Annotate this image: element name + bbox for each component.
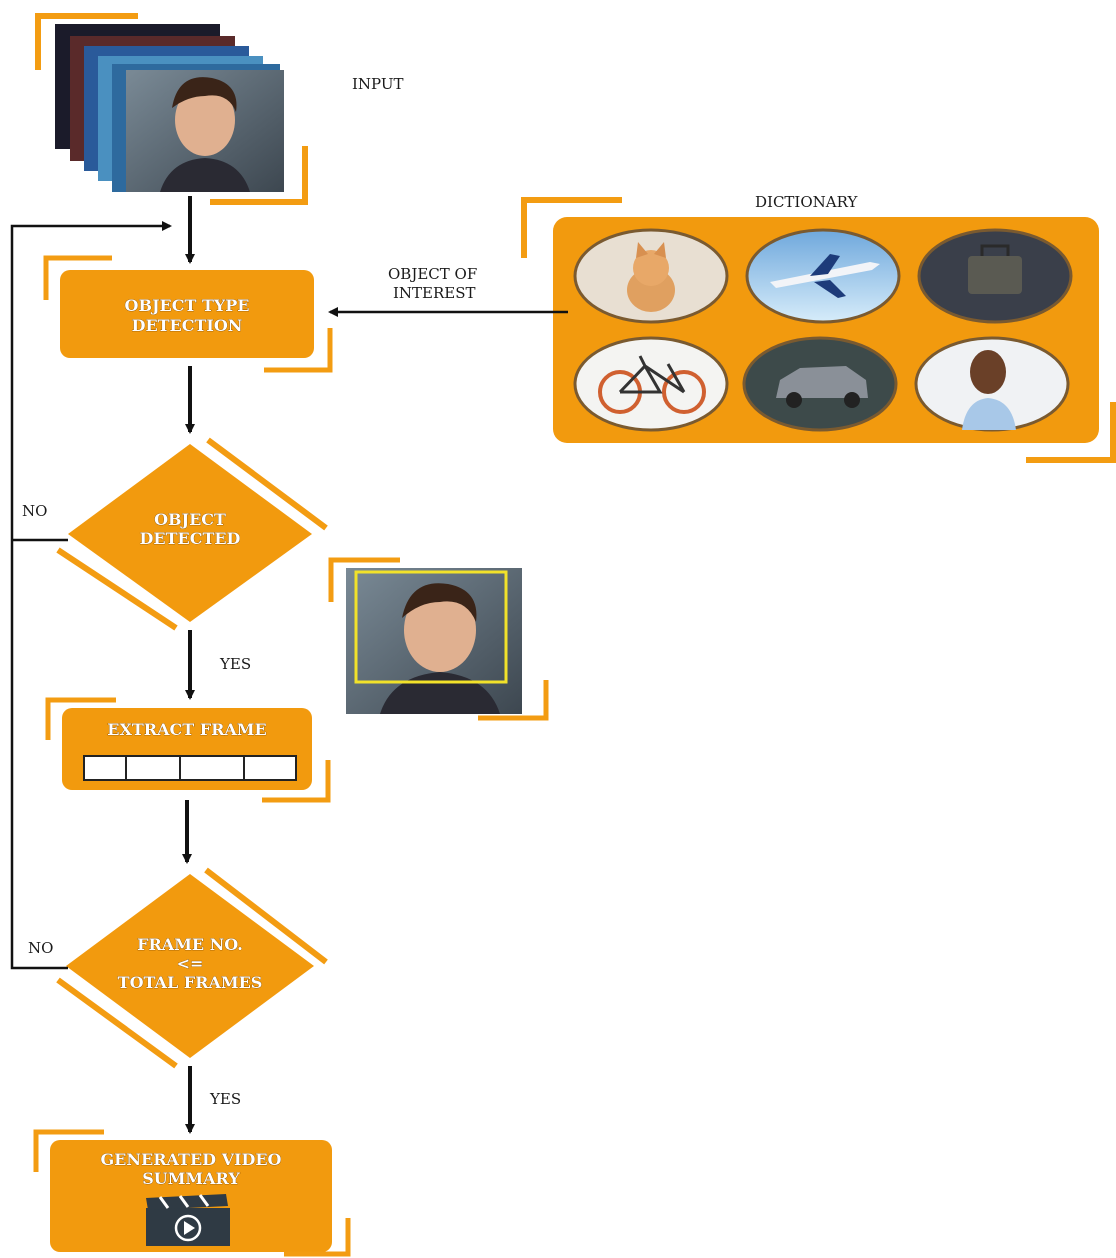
airplane-icon [745, 228, 901, 324]
diamond1-accent-right [206, 437, 328, 531]
detection-bracket-bottom-right [264, 328, 333, 373]
extract-frame-label: EXTRACT FRAME [107, 720, 266, 739]
clapperboard-play-icon [146, 1194, 230, 1246]
dictionary-label: DICTIONARY [755, 193, 858, 211]
summary-line2: SUMMARY [142, 1169, 240, 1188]
summary-bracket-top-left [33, 1129, 104, 1172]
dictionary-bracket-top-left [521, 197, 622, 258]
frame-check-line3: TOTAL FRAMES [118, 973, 263, 992]
input-face-photo [126, 70, 284, 192]
no-label-top: NO [22, 502, 47, 520]
diamond2-accent-left [56, 977, 178, 1069]
loop-line-no [10, 221, 172, 970]
dictionary-bracket-bottom-right [1026, 402, 1116, 463]
yes-label-bottom: YES [209, 1090, 241, 1108]
object-type-detection-line2: DETECTION [132, 316, 243, 335]
bracket-top-left [35, 13, 138, 70]
extract-bracket-bottom-right [262, 760, 331, 803]
object-detected-line1: OBJECT [154, 510, 226, 529]
frame-check-line1: FRAME NO. [137, 935, 243, 954]
cat-icon [573, 228, 729, 324]
yes-label-top: YES [219, 655, 251, 673]
frame-strip [83, 755, 297, 781]
bracket-bottom-right [210, 146, 308, 205]
frame-check-line2: <= [177, 954, 204, 973]
car-icon [742, 336, 898, 432]
summary-bracket-bottom-right [284, 1218, 351, 1257]
object-type-detection-line1: OBJECT TYPE [125, 296, 250, 315]
input-label: INPUT [352, 75, 404, 93]
object-type-detection-box [60, 270, 314, 358]
summary-line1: GENERATED VIDEO [101, 1150, 282, 1169]
object-detected-line2: DETECTED [140, 529, 241, 548]
object-of-interest-label-2: INTEREST [393, 284, 476, 302]
frame-check-diamond [66, 874, 314, 1058]
detected-face-thumbnail [328, 557, 549, 721]
object-of-interest-label-1: OBJECT OF [388, 265, 477, 283]
briefcase-icon [917, 228, 1073, 324]
diamond1-accent-left [56, 547, 178, 631]
object-detected-diamond [68, 444, 312, 622]
extract-bracket-top-left [45, 697, 116, 740]
detection-bounding-box [354, 570, 508, 684]
diamond2-accent-right [204, 867, 328, 965]
input-frame-stack [35, 13, 308, 205]
detection-bracket-top-left [43, 255, 112, 300]
no-label-bottom: NO [28, 939, 53, 957]
bicycle-icon [573, 336, 729, 432]
person-icon [914, 336, 1070, 432]
